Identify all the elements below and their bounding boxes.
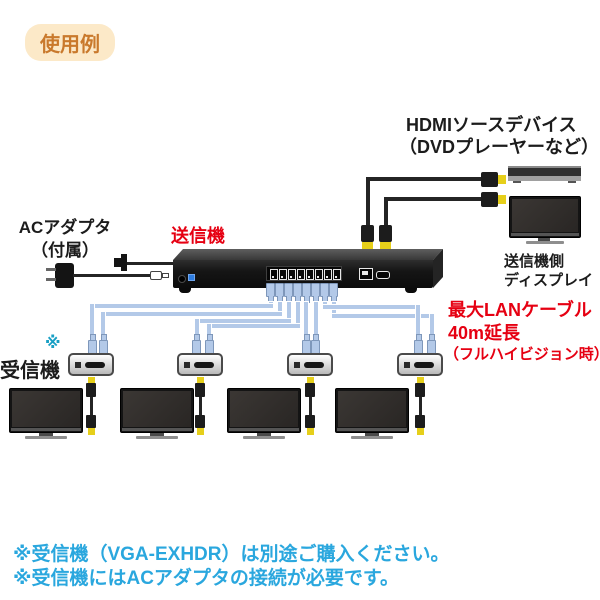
hdmi-cable-receiver [86, 377, 96, 435]
ac-plug-prong [46, 268, 56, 271]
usb-port [359, 268, 373, 280]
receiver-display-2 [120, 388, 194, 439]
receiver-display-1 [9, 388, 83, 439]
lan-plug [293, 283, 302, 303]
hdmi-cable-source2 [384, 197, 388, 228]
lan-plug [302, 283, 311, 303]
lan-plug [266, 283, 275, 303]
tx-display-label-line2: ディスプレイ [504, 272, 593, 289]
transmitter-device [433, 249, 443, 288]
lan-cable-4 [296, 302, 300, 328]
ac-plug-prong [46, 278, 56, 281]
lan-plug [275, 283, 284, 303]
ac-adapter-label-line2: （付属） [31, 241, 99, 260]
receiver-label: 受信機 [0, 360, 60, 382]
lan-cable-7 [416, 305, 420, 334]
transmitter-foot [179, 288, 191, 293]
lan-port [306, 269, 314, 280]
hdmi-connector-right [481, 172, 506, 187]
lan-plug [320, 283, 329, 303]
source-device-label-line1: HDMIソースデバイス [406, 115, 577, 135]
dc-jack [114, 258, 121, 267]
lan-cable-2 [101, 312, 282, 316]
lan-cable-7 [323, 305, 420, 309]
receiver-note-mark: ※ [45, 335, 61, 352]
dc-in-jack [178, 275, 186, 283]
lan-cable-2 [101, 312, 105, 334]
tx-display-label-line1: 送信機側 [504, 253, 565, 270]
lan-plug [192, 334, 201, 355]
hdmi-cable-receiver [195, 377, 205, 435]
dvd-player [508, 166, 581, 183]
lan-spec-line2: 40m延長 [448, 323, 521, 343]
lan-cable-4 [207, 324, 300, 328]
lan-port [297, 269, 305, 280]
hdmi-cable-receiver [415, 377, 425, 435]
hdmi-cable-source1 [366, 177, 482, 181]
lan-port [333, 269, 341, 280]
usage-example-badge: 使用例 [25, 24, 115, 61]
dc-plug [150, 271, 162, 280]
lan-plug [99, 334, 108, 355]
lan-spec-line3: （フルハイビジョン時） [444, 346, 600, 363]
source-device-label-line2: （DVDプレーヤーなど） [399, 137, 600, 157]
lan-port [315, 269, 323, 280]
hdmi-connector-right [481, 192, 506, 207]
lan-cable-5 [304, 302, 308, 334]
lan-port [288, 269, 296, 280]
lan-plug [302, 334, 311, 355]
transmitter-device [173, 249, 443, 260]
lan-spec-line1: 最大LANケーブル [448, 300, 592, 320]
hdmi-cable-source1 [366, 177, 370, 227]
footnote-2: ※受信機にはACアダプタの接続が必要です。 [13, 568, 400, 589]
lan-cable-1 [90, 304, 273, 308]
receiver-device-3 [287, 353, 333, 376]
receiver-device-1 [68, 353, 114, 376]
lan-plug [311, 334, 320, 355]
lan-port [270, 269, 278, 280]
power-led [188, 274, 195, 281]
hdmi-cable-receiver [305, 377, 315, 435]
lan-plug [427, 334, 436, 355]
transmitter-label: 送信機 [171, 226, 225, 246]
receiver-device-4 [397, 353, 443, 376]
footnote-1: ※受信機（VGA-EXHDR）は別途ご購入ください。 [13, 544, 450, 565]
hdmi-connector-down [379, 225, 392, 249]
lan-plug [284, 283, 293, 303]
dc-plug-tip [162, 273, 169, 278]
hdmi-connector-down [361, 225, 374, 249]
lan-cable-8 [430, 314, 434, 334]
receiver-display-3 [227, 388, 301, 439]
lan-port [279, 269, 287, 280]
lan-cable-3 [195, 319, 291, 323]
lan-plug [311, 283, 320, 303]
dc-input-cable [127, 262, 173, 265]
lan-cable-2 [278, 302, 282, 316]
lan-cable-8 [332, 314, 434, 318]
hdmi-out-port [376, 271, 390, 279]
lan-cable-1 [90, 304, 94, 334]
lan-cable-3 [195, 319, 199, 334]
lan-port-panel [266, 266, 342, 281]
receiver-device-2 [177, 353, 223, 376]
lan-cable-8 [332, 302, 336, 318]
lan-plug [205, 334, 214, 355]
lan-port [324, 269, 332, 280]
receiver-display-4 [335, 388, 409, 439]
lan-cable-3 [287, 302, 291, 323]
lan-cable-6 [314, 302, 318, 334]
lan-cable-4 [207, 324, 211, 334]
lan-plug [329, 283, 338, 303]
lan-plug [88, 334, 97, 355]
ac-adapter-label-line1: ACアダプタ [18, 218, 112, 237]
hdmi-cable-source2 [384, 197, 482, 201]
dc-jack [121, 254, 127, 271]
ac-adapter [55, 263, 74, 288]
lan-plug [414, 334, 423, 355]
ac-adapter-cable [73, 274, 151, 277]
transmitter-side-display [509, 196, 581, 244]
transmitter-foot [405, 288, 417, 293]
